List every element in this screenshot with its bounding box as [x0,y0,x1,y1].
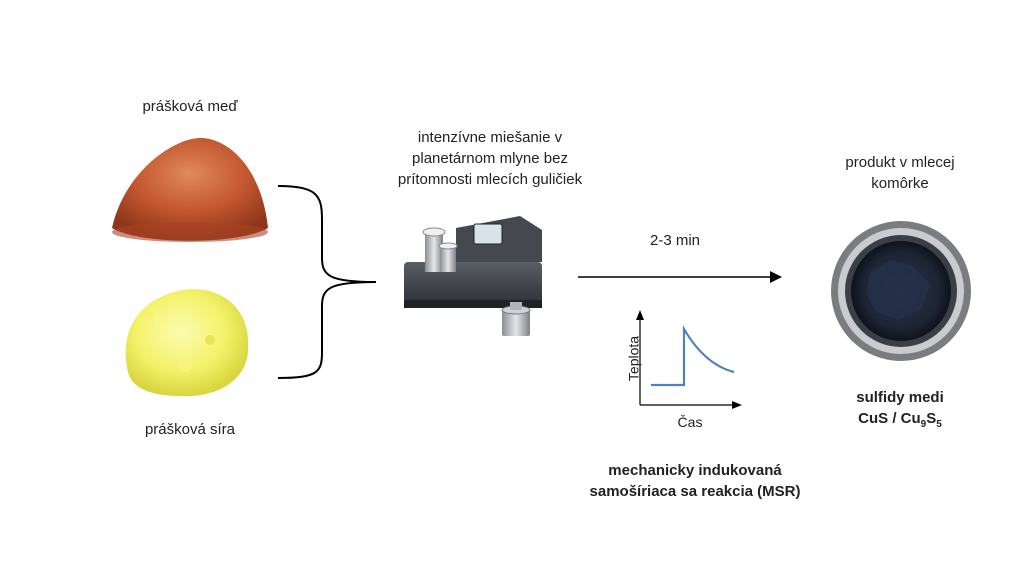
milling-cell-image [831,221,971,361]
mixing-description: intenzívne miešanie v planetárnom mlyne … [355,127,625,190]
product-line-2: komôrke [871,175,929,192]
sulfur-powder-image [125,289,249,397]
process-arrow [578,271,782,283]
mixing-line-2: planetárnom mlyne bez [412,150,568,167]
copper-powder-label: prášková meď [142,98,238,115]
msr-description: mechanicky indukovaná samošíriaca sa rea… [560,460,830,502]
msr-line-2: samošíriaca sa reakcia (MSR) [589,483,801,500]
duration-label: 2-3 min [649,232,701,249]
inset-ylabel: Teplota [625,335,642,382]
product-description: produkt v mlecej komôrke [820,152,980,194]
result-formula: CuS / Cu9S5 [858,410,942,430]
copper-powder-image [112,138,268,242]
mixing-line-1: intenzívne miešanie v [417,129,563,146]
sulfur-powder-label: prášková síra [144,421,236,438]
mixing-line-3: prítomnosti mlecích guličiek [397,171,583,188]
copper-sulfides-label: sulfidy medi CuS / Cu9S5 [820,387,980,435]
temperature-time-inset-chart [636,310,742,409]
merge-brace [277,185,377,379]
msr-line-1: mechanicky indukovaná [608,462,782,479]
inset-xlabel: Čas [677,414,703,430]
temperature-curve [651,324,735,387]
result-title: sulfidy medi [856,389,944,406]
planetary-mill-image [404,216,542,336]
product-line-1: produkt v mlecej [845,154,955,171]
